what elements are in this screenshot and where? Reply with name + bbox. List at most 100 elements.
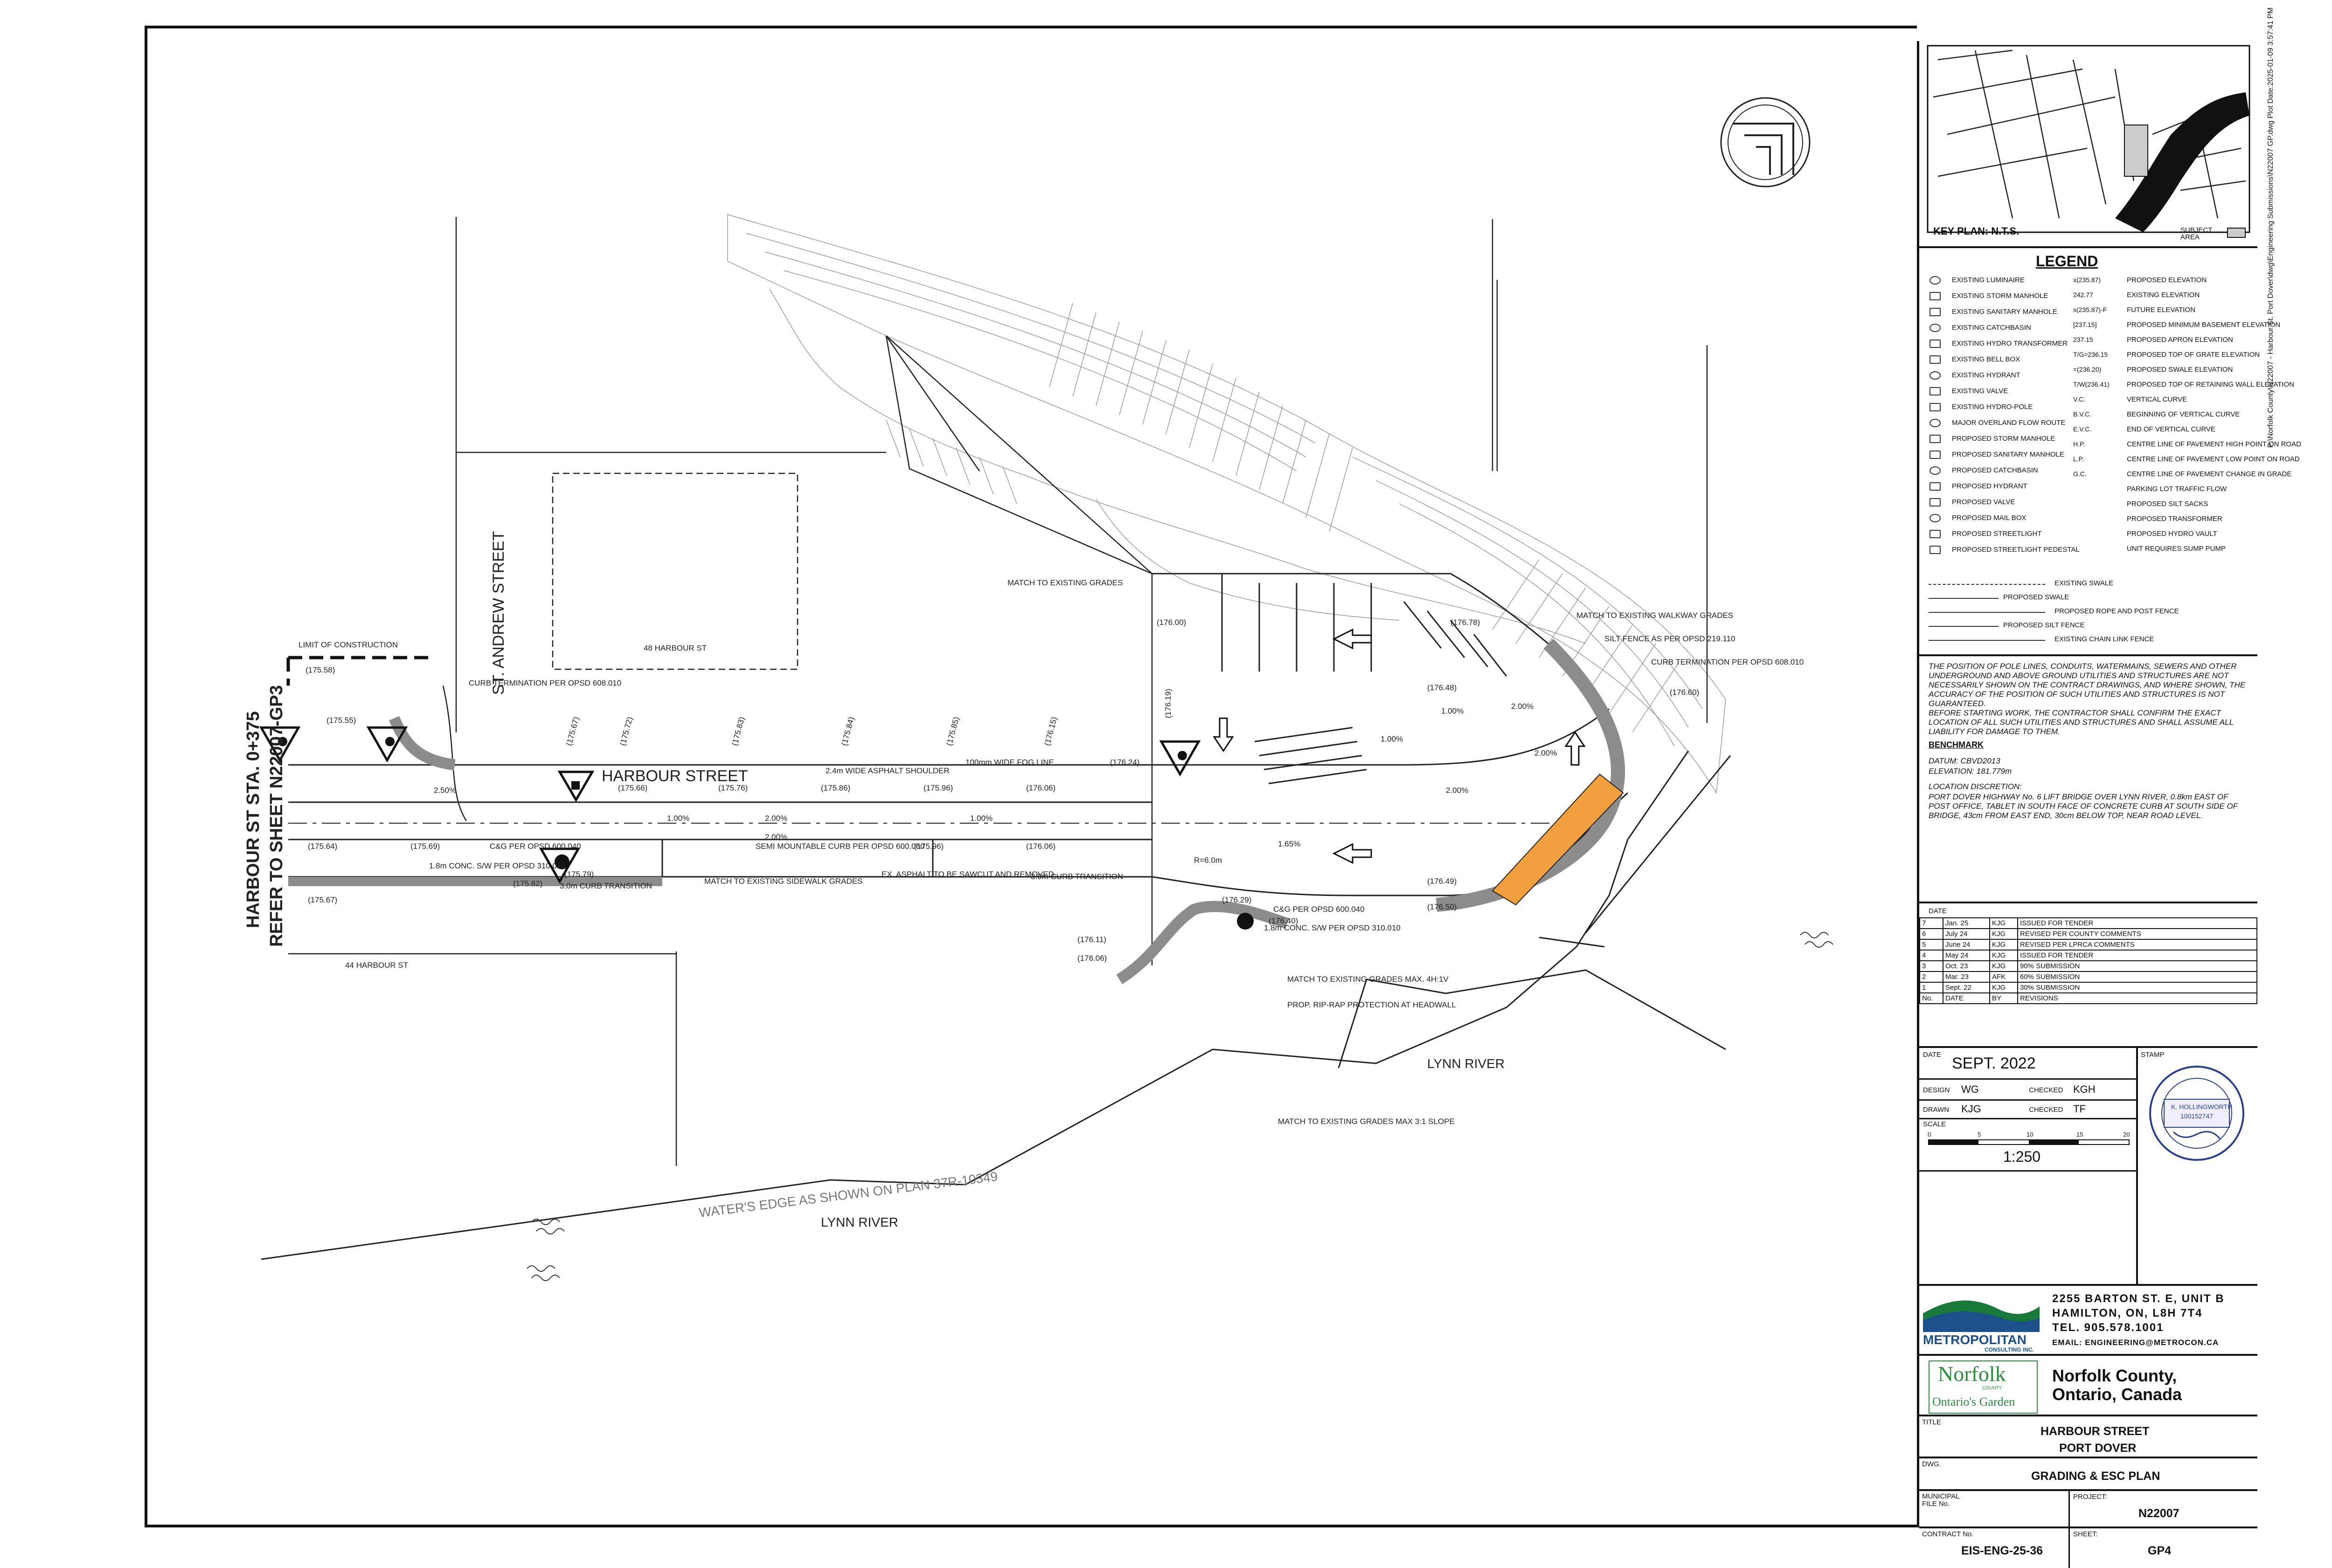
legend-symbol-icon (1929, 324, 1941, 332)
svg-text:2.00%: 2.00% (1511, 702, 1534, 711)
revision-cell: 30% SUBMISSION (2017, 982, 2257, 993)
legend-item: EXISTING BELL BOX (1952, 355, 2020, 363)
rev-col-by: BY (1989, 992, 2018, 1004)
revision-cell: Jan. 25 (1943, 917, 1990, 929)
water-wave-symbols (527, 932, 1833, 1281)
revision-cell: KJG (1989, 950, 2018, 961)
silt-fence-label: SILT FENCE AS PER OPSD 219.110 (1604, 634, 1735, 643)
utility-note: THE POSITION OF POLE LINES, CONDUITS, WA… (1929, 662, 2246, 708)
shoreline (261, 750, 1731, 1260)
legend-item: PROPOSED TRANSFORMER (2127, 515, 2222, 523)
svg-text:(176.06): (176.06) (1077, 954, 1107, 963)
drawing-title-line-2: PORT DOVER (2059, 1442, 2137, 1455)
rip-rap-label: PROP. RIP-RAP PROTECTION AT HEADWALL (1287, 1000, 1456, 1009)
svg-text:(175.76): (175.76) (718, 784, 748, 792)
svg-text:(176.19): (176.19) (1164, 689, 1173, 718)
legend-code: x(235.87) (2073, 276, 2101, 284)
drawing-name: GRADING & ESC PLAN (2031, 1470, 2160, 1483)
key-plan-map (1927, 45, 2250, 233)
subject-area-label: SUBJECT AREA (2180, 226, 2213, 241)
svg-text:(175.58): (175.58) (305, 666, 335, 674)
legend-item: PROPOSED TOP OF RETAINING WALL ELEVATION (2127, 381, 2294, 389)
legend-symbol-icon (1929, 403, 1941, 411)
title-block: KEY PLAN: N.T.S. SUBJECT AREA LEGEND EXI… (1917, 41, 2301, 1568)
legend-item: EXISTING ELEVATION (2127, 291, 2200, 299)
designer: WG (1961, 1083, 1979, 1095)
revision-cell: 1 (1919, 982, 1943, 993)
legend-symbol-icon (1929, 451, 1941, 459)
legend-item: PROPOSED SANITARY MANHOLE (1952, 451, 2064, 458)
svg-text:1.65%: 1.65% (1278, 840, 1300, 848)
revision-cell: Mar. 23 (1943, 971, 1990, 983)
rev-col-no: No. (1919, 992, 1943, 1004)
revision-cell: Sept. 22 (1943, 982, 1990, 993)
waters-edge-label: WATER'S EDGE AS SHOWN ON PLAN 37R-10349 (698, 1169, 999, 1220)
legend-symbol-icon (1929, 276, 1941, 284)
svg-text:(175.55): (175.55) (326, 716, 356, 725)
svg-text:1.00%: 1.00% (970, 814, 992, 823)
svg-text:1.00%: 1.00% (667, 814, 689, 823)
sheet-label: SHEET: (2073, 1530, 2098, 1538)
harbour-street-label: HARBOUR STREET (602, 767, 748, 785)
key-plan-title: KEY PLAN: N.T.S. (1933, 225, 2020, 237)
silt-sack-icon (259, 726, 1201, 884)
seal-license-number: 100152747 (2180, 1112, 2214, 1120)
contract-number: EIS-ENG-25-36 (1961, 1544, 2043, 1557)
svg-text:(175.82): (175.82) (513, 879, 542, 888)
svg-text:1.00%: 1.00% (1441, 707, 1464, 715)
legend-item: PROPOSED STREETLIGHT (1952, 530, 2042, 538)
design-label: DESIGN (1923, 1086, 1950, 1094)
legend-item: PROPOSED SWALE ELEVATION (2127, 366, 2233, 374)
legend-line-icon (1929, 584, 2045, 585)
benchmark-title: BENCHMARK (1929, 740, 1984, 749)
legend-line-icon (1929, 626, 1999, 627)
lot-44-label: 44 HARBOUR ST (345, 961, 408, 970)
scale-tick-15: 15 (2076, 1131, 2083, 1138)
revision-cell: June 24 (1943, 939, 1990, 951)
scale-tick-10: 10 (2027, 1131, 2034, 1138)
svg-text:(175.72): (175.72) (618, 716, 635, 747)
legend-item: PROPOSED HYDRANT (1952, 482, 2027, 490)
consultant-email: EMAIL: ENGINEERING@METROCON.CA (2052, 1338, 2219, 1347)
fog-line-label: 100mm WIDE FOG LINE (965, 758, 1054, 767)
svg-text:(176.49): (176.49) (1427, 877, 1457, 886)
contract-sheet-block: CONTRACT No. EIS-ENG-25-36 SHEET: GP4 (1919, 1526, 2257, 1566)
legend-code: x(235.87)-F (2073, 306, 2107, 313)
svg-text:(176.24): (176.24) (1110, 758, 1139, 767)
svg-text:(176.60): (176.60) (1670, 688, 1699, 697)
norfolk-logo-icon (1929, 1360, 2038, 1414)
consultant-name: METROPOLITAN (1923, 1332, 2027, 1347)
svg-text:(175.79): (175.79) (564, 870, 594, 879)
scale-tick-20: 20 (2123, 1131, 2130, 1138)
lynn-river-label-east: LYNN RIVER (1427, 1056, 1505, 1071)
scale-tick-5: 5 (1978, 1131, 1981, 1138)
legend-symbol-icon (1929, 546, 1941, 554)
slope-label: MATCH TO EXISTING GRADES MAX 3:1 SLOPE (1278, 1117, 1455, 1126)
scale-tick-0: 0 (1928, 1131, 1931, 1138)
legend-item: PROPOSED ROPE AND POST FENCE (2054, 607, 2179, 615)
lot-48-label: 48 HARBOUR ST (644, 644, 707, 652)
svg-text:(175.83): (175.83) (730, 716, 747, 747)
client-name-line-1: Norfolk County, (2052, 1366, 2177, 1385)
subject-area-swatch (2227, 228, 2246, 238)
norfolk-logo-sub: COUNTY (1982, 1386, 2002, 1391)
file-path-text: P:\Norfolk County\N22007 - Harbour St. P… (2267, 7, 2275, 448)
legend-item: PROPOSED ELEVATION (2127, 276, 2207, 284)
drafter: KJG (1961, 1103, 1981, 1115)
streetlight-pedestal-icon (278, 737, 1254, 930)
svg-text:(176.50): (176.50) (1427, 902, 1457, 911)
benchmark-elevation: ELEVATION: 181.779m (1929, 767, 2012, 776)
legend-code: V.C. (2073, 395, 2085, 403)
project-label: PROJECT: (2073, 1493, 2107, 1501)
curb-transition-label-west: 3.0m CURB TRANSITION (560, 881, 652, 890)
drawing-info: DATE SEPT. 2022 STAMP DESIGN WG CHECKED … (1919, 1046, 2257, 1286)
legend-item: EXISTING HYDRO-POLE (1952, 403, 2033, 411)
legend-item: CENTRE LINE OF PAVEMENT CHANGE IN GRADE (2127, 470, 2292, 478)
legend-symbol-icon (1929, 498, 1941, 506)
svg-text:(176.06): (176.06) (1026, 842, 1055, 851)
